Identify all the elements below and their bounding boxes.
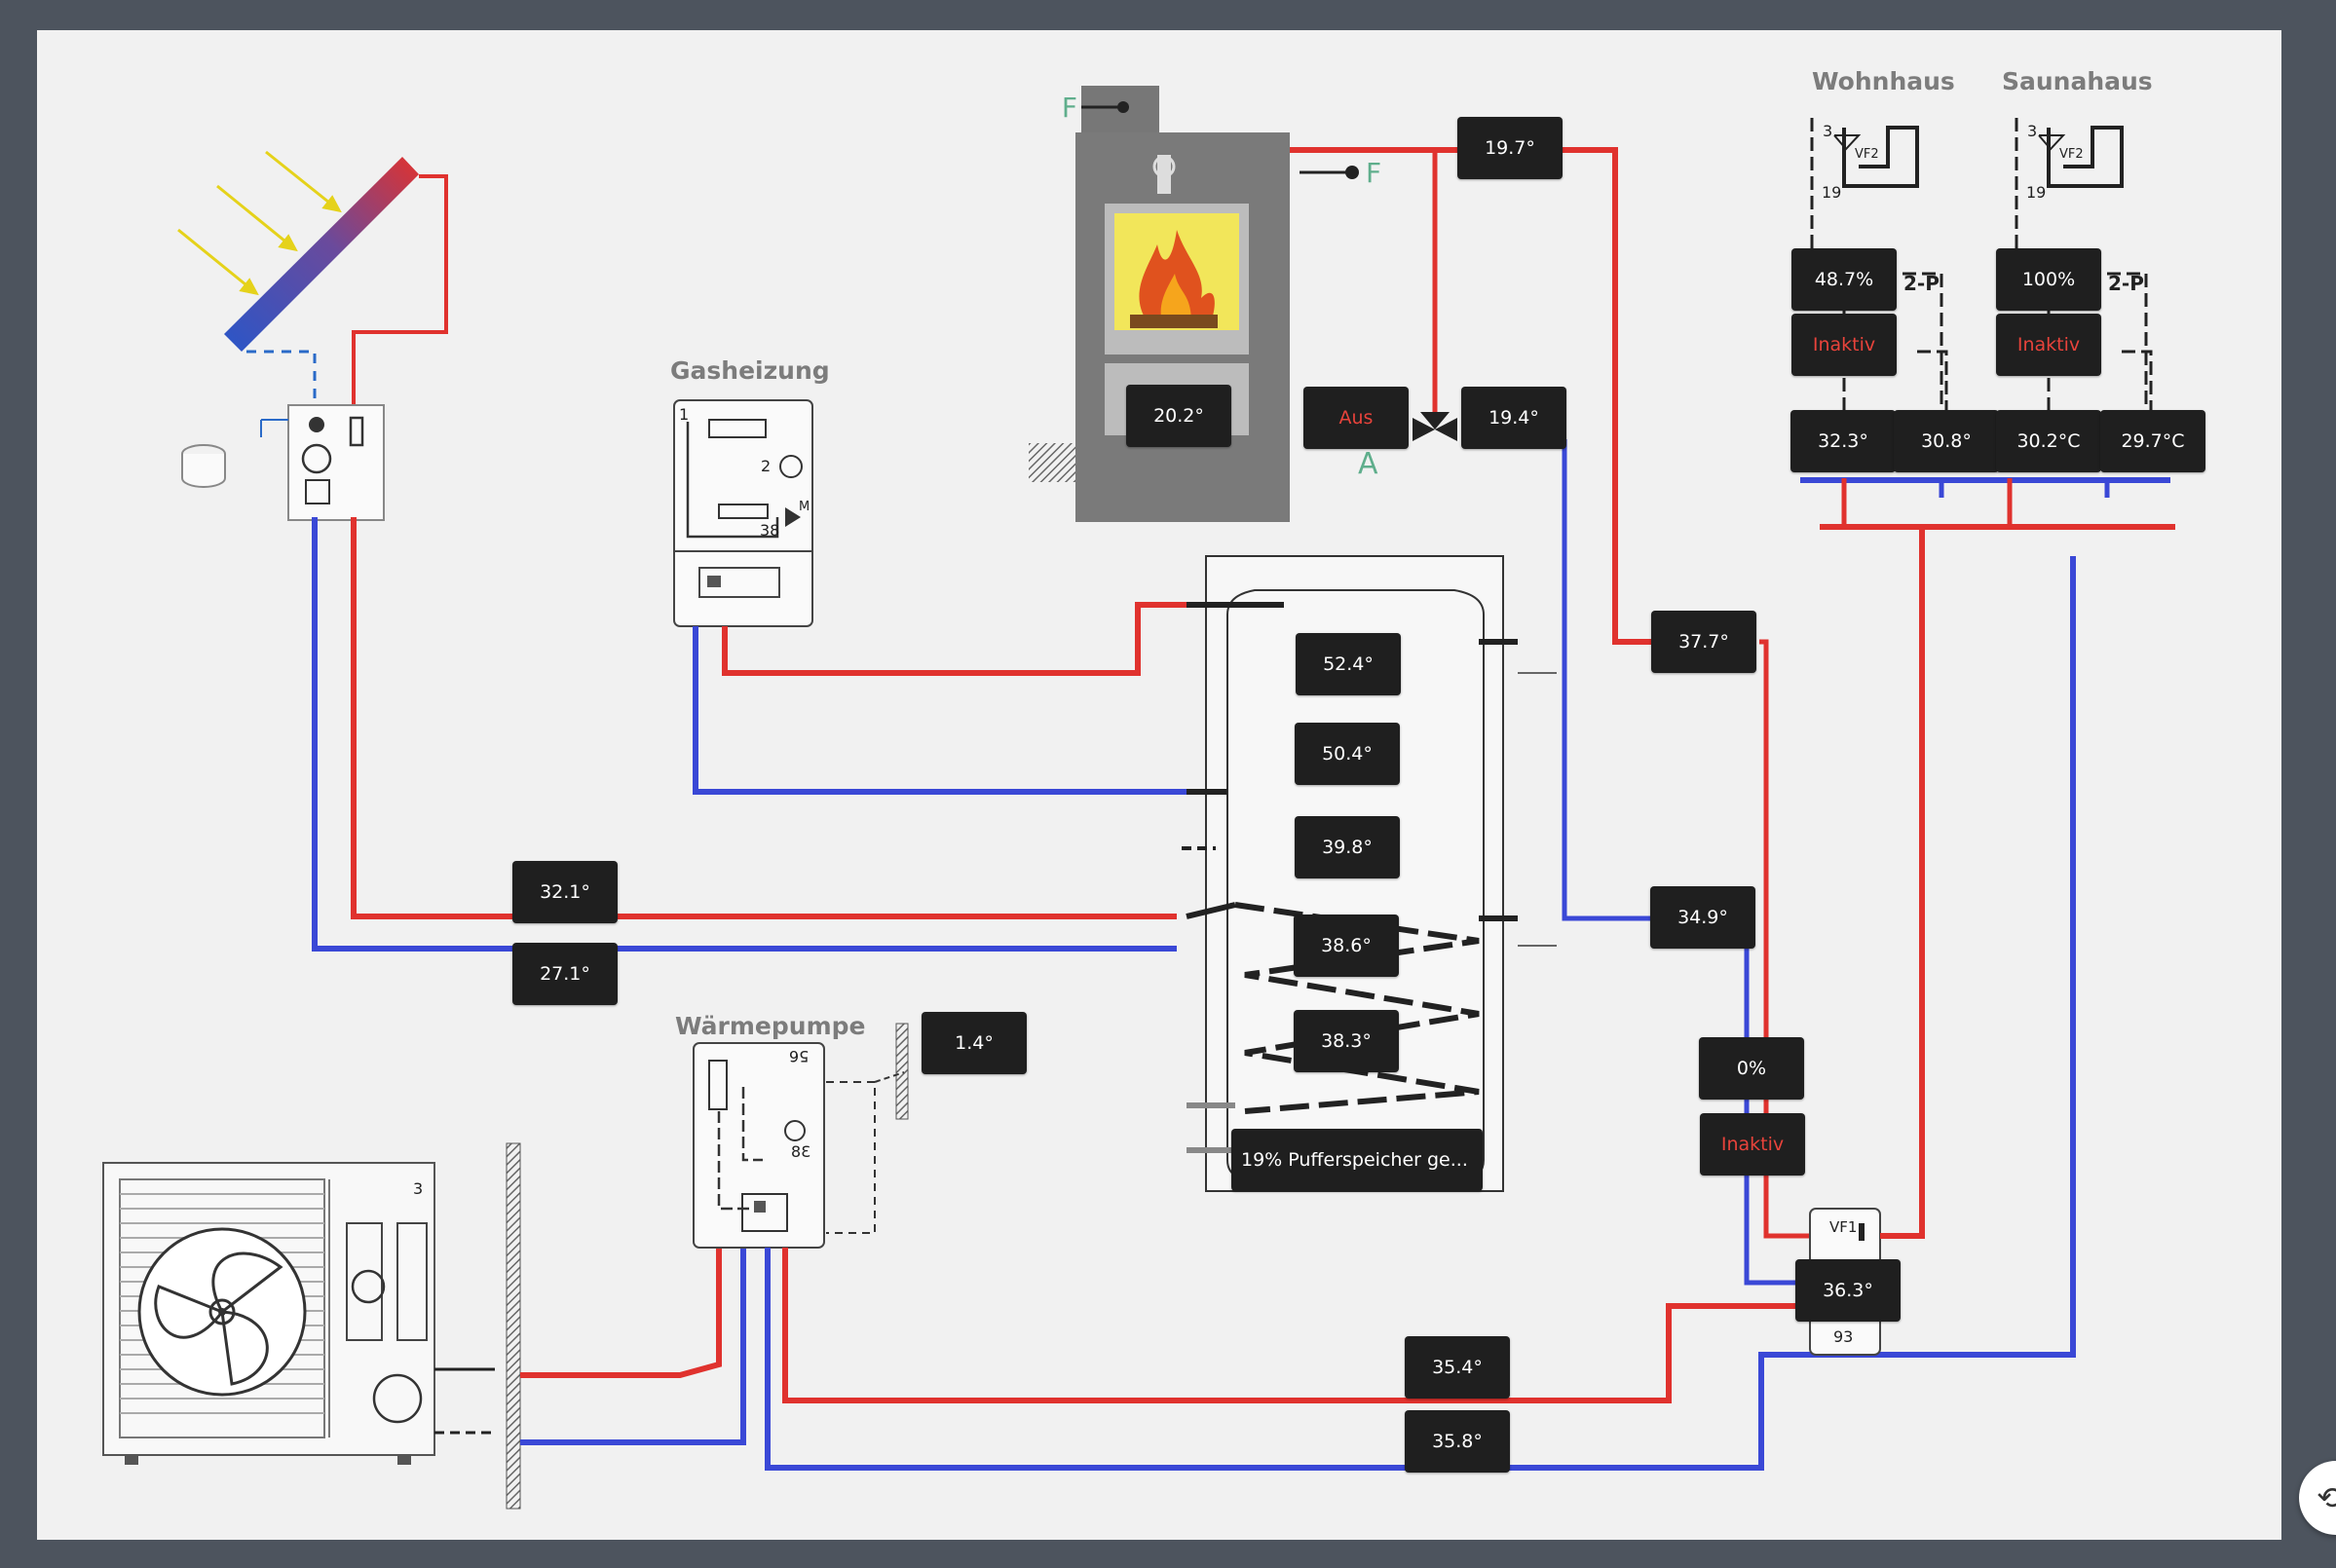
- outdoor-sensor-wall-icon: [895, 1023, 909, 1120]
- solar-flow-pipe: [351, 517, 1177, 919]
- wall-icon: [506, 1142, 521, 1510]
- stove-valve-letter: A: [1358, 447, 1378, 481]
- heating-circuit-return-pipe: [1744, 915, 1810, 1286]
- hp-outdoor-return-pipe: [520, 1248, 746, 1445]
- tank-temp-3-badge[interactable]: 39.8°: [1295, 816, 1400, 878]
- stove-valve-icon: [1420, 412, 1450, 429]
- stove-pump-state-badge[interactable]: Aus: [1303, 387, 1409, 449]
- hp-label-3: 3: [413, 1179, 424, 1198]
- heat-pump-outdoor-unit-icon: [102, 1162, 495, 1465]
- stove-sensor-f-right: F: [1366, 157, 1381, 189]
- stove-inner-temp-badge[interactable]: 20.2°: [1126, 385, 1231, 447]
- outdoor-temp-badge[interactable]: 1.4°: [922, 1012, 1027, 1074]
- saunahaus-state-badge[interactable]: Inaktiv: [1996, 314, 2101, 376]
- heating-schema-diagram: F F A: [102, 86, 2175, 1510]
- wohnhaus-title: Wohnhaus: [1812, 67, 1955, 95]
- wohnhaus-label-2p: 2-P: [1903, 272, 1940, 295]
- saunahaus-flow-temp-badge[interactable]: 30.2°C: [1996, 410, 2101, 472]
- rotate-icon: ⟲: [2317, 1479, 2336, 1516]
- heatpump-return-temp-badge[interactable]: 35.8°: [1405, 1410, 1510, 1473]
- stove-valve-left-icon: [1413, 418, 1435, 441]
- heating-return-temp-badge[interactable]: 34.9°: [1650, 886, 1755, 949]
- wohnhaus-label-vf2: VF2: [1855, 147, 1879, 162]
- saunahaus-valve-percent-badge[interactable]: 100%: [1996, 248, 2101, 311]
- tank-temp-4-badge[interactable]: 38.6°: [1294, 915, 1399, 977]
- vf1-temp-badge[interactable]: 36.3°: [1795, 1259, 1901, 1322]
- heat-pump-indoor-unit-icon: [693, 1042, 876, 1249]
- heatpump-flow-temp-badge[interactable]: 35.4°: [1405, 1336, 1510, 1399]
- hp-label-38: 38: [791, 1142, 811, 1161]
- wohnhaus-label-3: 3: [1823, 122, 1833, 140]
- tank-temp-5-badge[interactable]: 38.3°: [1294, 1010, 1399, 1072]
- tank-temp-2-badge[interactable]: 50.4°: [1295, 723, 1400, 785]
- saunahaus-label-vf2: VF2: [2059, 147, 2084, 162]
- wohnhaus-valve-percent-badge[interactable]: 48.7%: [1791, 248, 1897, 311]
- heating-flow-temp-badge[interactable]: 37.7°: [1651, 611, 1756, 673]
- mixer-percent-badge[interactable]: 0%: [1699, 1037, 1804, 1100]
- vf1-label: VF1: [1829, 1218, 1858, 1236]
- mixer-state-badge[interactable]: Inaktiv: [1700, 1113, 1805, 1176]
- stove-return-pipe: [1562, 439, 1654, 921]
- gas-heater-icon: [673, 399, 813, 627]
- solar-return-temp-badge[interactable]: 27.1°: [512, 943, 618, 1005]
- stove-return-temp-badge[interactable]: 19.4°: [1461, 387, 1566, 449]
- solar-collector-icon: [177, 150, 448, 405]
- vf1-label-93: 93: [1833, 1327, 1854, 1346]
- solar-flow-temp-badge[interactable]: 32.1°: [512, 861, 618, 923]
- gas-heater-title: Gasheizung: [670, 356, 830, 385]
- stove-flow-pipe: [1290, 147, 1654, 645]
- rotate-view-button[interactable]: ⟲: [2299, 1461, 2336, 1535]
- saunahaus-return-temp-badge[interactable]: 29.7°C: [2100, 410, 2205, 472]
- wohnhaus-return-temp-badge[interactable]: 30.8°: [1894, 410, 1999, 472]
- gas-motor-label: M: [799, 500, 810, 514]
- hp-return-pipe: [765, 556, 2076, 1471]
- stove-sensor-f-left: F: [1062, 92, 1077, 124]
- gas-return-pipe: [693, 626, 1201, 795]
- saunahaus-title: Saunahaus: [2002, 67, 2153, 95]
- gas-label-2: 2: [761, 457, 772, 475]
- heating-circuit-flow-pipe: [1759, 639, 1810, 1239]
- solar-station-icon: [181, 404, 385, 521]
- wood-stove-icon: [1029, 86, 1359, 522]
- solar-return-pipe: [312, 517, 1177, 952]
- saunahaus-label-3: 3: [2027, 122, 2038, 140]
- wohnhaus-state-badge[interactable]: Inaktiv: [1791, 314, 1897, 376]
- stove-valve-right-icon: [1435, 418, 1457, 441]
- gas-flow-pipe: [722, 602, 1191, 676]
- tank-temp-1-badge[interactable]: 52.4°: [1296, 633, 1401, 695]
- hp-flow-pipe: [782, 1248, 1805, 1403]
- saunahaus-label-2p: 2-P: [2108, 272, 2144, 295]
- heat-pump-title: Wärmepumpe: [675, 1012, 866, 1040]
- wohnhaus-label-19: 19: [1822, 183, 1842, 202]
- house-supply-pipe: [1880, 527, 1925, 1239]
- saunahaus-label-19: 19: [2026, 183, 2047, 202]
- tank-status-badge[interactable]: 19% Pufferspeicher ge...: [1231, 1129, 1483, 1191]
- stove-flue-temp-badge[interactable]: 19.7°: [1457, 117, 1563, 179]
- hp-label-56: 56: [789, 1047, 810, 1065]
- gas-label-38: 38: [760, 521, 780, 540]
- wohnhaus-flow-temp-badge[interactable]: 32.3°: [1790, 410, 1896, 472]
- outdoor-sensor-line: [874, 1071, 905, 1083]
- hp-outdoor-flow-pipe: [520, 1248, 722, 1378]
- gas-label-1: 1: [679, 405, 690, 424]
- schema-canvas: F F A: [37, 30, 2281, 1540]
